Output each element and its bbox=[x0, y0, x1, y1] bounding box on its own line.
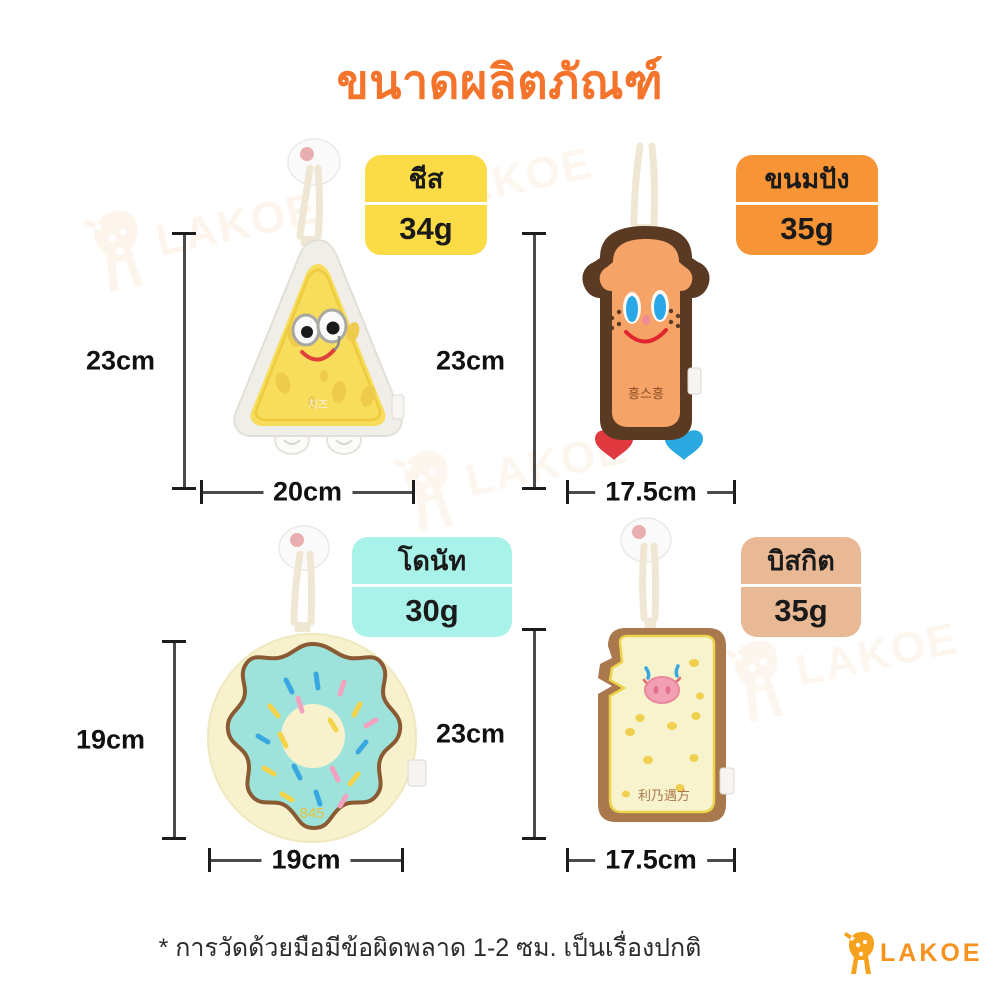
dim-cap-bottom bbox=[522, 487, 546, 490]
dim-cap-top bbox=[522, 628, 546, 631]
badge-cheese-name: ชีส bbox=[408, 164, 444, 194]
dimension-height-cheese-label: 23cm bbox=[80, 342, 162, 380]
product-image-bread: 흥스흥 bbox=[556, 140, 756, 480]
dim-cap-left bbox=[208, 848, 211, 872]
badge-bread-name: ขนมปัง bbox=[764, 164, 850, 194]
hook-icon bbox=[287, 138, 341, 186]
dim-bar bbox=[532, 631, 536, 837]
dim-cap-right bbox=[412, 480, 415, 504]
dimension-width-cheese-label: 20cm bbox=[262, 474, 353, 510]
badge-cheese: ชีส 34g bbox=[365, 155, 487, 255]
product-image-cheese: 치즈 bbox=[222, 138, 422, 480]
footer-disclaimer: * การวัดด้วยมือมีข้อผิดพลาด 1-2 ซม. เป็น… bbox=[158, 934, 702, 962]
dim-cap-left bbox=[566, 480, 569, 504]
dim-cap-left bbox=[200, 480, 203, 504]
hook-icon bbox=[278, 525, 330, 571]
dim-cap-right bbox=[733, 480, 736, 504]
badge-donut: โดนัท 30g bbox=[352, 537, 512, 637]
svg-text:利乃遇方: 利乃遇方 bbox=[638, 788, 690, 803]
dim-cap-top bbox=[172, 232, 196, 235]
dim-bar bbox=[532, 235, 536, 487]
dim-cap-top bbox=[162, 640, 186, 643]
badge-donut-name: โดนัท bbox=[397, 546, 467, 576]
svg-text:치즈: 치즈 bbox=[308, 398, 328, 411]
dimension-height-donut-label: 19cm bbox=[70, 721, 152, 759]
dim-cap-top bbox=[522, 232, 546, 235]
dimension-width-donut-label: 19cm bbox=[261, 842, 351, 878]
badge-biscuit-weight: 35g bbox=[741, 584, 861, 637]
giraffe-icon bbox=[83, 210, 143, 292]
page-title: ขนาดผลิตภัณฑ์ bbox=[336, 55, 664, 108]
dim-cap-left bbox=[566, 848, 569, 872]
dimension-height-biscuit: 23cm bbox=[430, 628, 546, 840]
badge-bread: ขนมปัง 35g bbox=[736, 155, 878, 255]
badge-donut-weight: 30g bbox=[352, 584, 512, 637]
product-image-donut: 845 bbox=[207, 525, 432, 848]
brand-logo: LAKOE bbox=[842, 930, 983, 976]
dimension-width-biscuit: 17.5cm bbox=[566, 842, 736, 878]
badge-cheese-weight: 34g bbox=[365, 202, 487, 255]
dimension-height-bread-label: 23cm bbox=[430, 342, 512, 380]
dimension-width-bread-label: 17.5cm bbox=[595, 474, 707, 510]
svg-text:845: 845 bbox=[299, 805, 324, 822]
dimension-width-cheese: 20cm bbox=[200, 474, 415, 510]
dim-cap-right bbox=[733, 848, 736, 872]
dimension-height-donut: 19cm bbox=[70, 640, 186, 840]
dimension-width-donut: 19cm bbox=[208, 842, 404, 878]
dim-bar bbox=[182, 235, 186, 487]
dim-cap-bottom bbox=[172, 487, 196, 490]
product-image-biscuit: 利乃遇方 bbox=[568, 517, 768, 848]
giraffe-icon bbox=[844, 932, 874, 974]
dim-cap-bottom bbox=[522, 837, 546, 840]
dimension-height-biscuit-label: 23cm bbox=[430, 715, 512, 753]
dimension-height-cheese: 23cm bbox=[80, 232, 196, 490]
badge-bread-weight: 35g bbox=[736, 202, 878, 255]
dimension-height-bread: 23cm bbox=[430, 232, 546, 490]
badge-biscuit-name: บิสกิต bbox=[767, 546, 835, 576]
svg-text:흥스흥: 흥스흥 bbox=[628, 386, 664, 401]
dim-cap-bottom bbox=[162, 837, 186, 840]
badge-biscuit: บิสกิต 35g bbox=[741, 537, 861, 637]
dim-cap-right bbox=[401, 848, 404, 872]
dim-bar bbox=[172, 643, 176, 837]
brand-logo-text: LAKOE bbox=[880, 938, 983, 967]
dimension-width-biscuit-label: 17.5cm bbox=[595, 842, 707, 878]
dimension-width-bread: 17.5cm bbox=[566, 474, 736, 510]
